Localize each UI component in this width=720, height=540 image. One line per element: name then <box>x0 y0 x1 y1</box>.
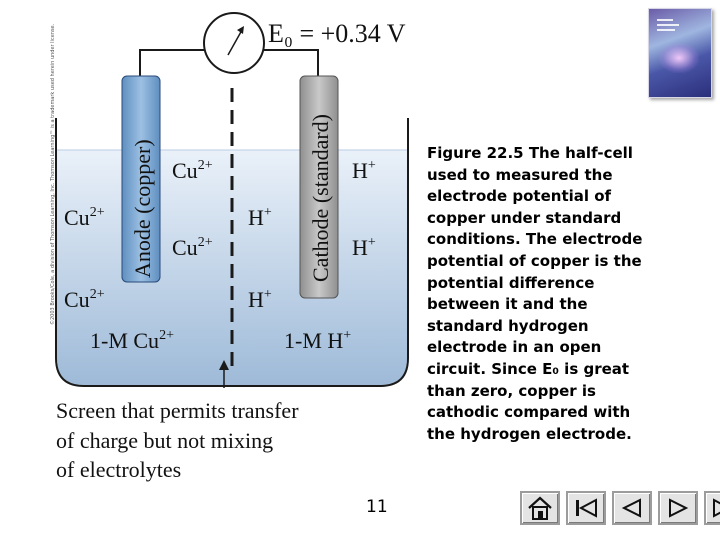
caption-line: the hydrogen electrode. <box>427 424 632 443</box>
ion-label: Cu2+ <box>64 205 105 230</box>
screen-label-line: of charge but not mixing <box>56 428 273 453</box>
first-slide-button[interactable] <box>566 491 606 525</box>
caption-line: copper under standard <box>427 208 622 227</box>
caption-line: conditions. The electrode <box>427 230 643 249</box>
beaker <box>55 118 409 387</box>
caption-line: potential of copper is the <box>427 251 642 270</box>
screen-label-line: of electrolytes <box>56 457 181 482</box>
anode-label: Anode (copper) <box>130 139 155 278</box>
last-slide-button[interactable] <box>704 491 720 525</box>
book-cover-image <box>648 8 712 98</box>
cathode-electrode <box>299 75 339 299</box>
caption-line: than zero, copper is <box>427 381 596 400</box>
voltmeter-needle <box>227 29 243 56</box>
next-slide-button[interactable] <box>658 491 698 525</box>
first-slide-icon <box>576 498 597 518</box>
left-wire <box>139 49 205 86</box>
previous-slide-button[interactable] <box>612 491 652 525</box>
figure-caption: Figure 22.5 The half-cell used to measur… <box>427 143 699 445</box>
caption-line: potential difference <box>427 273 595 292</box>
next-slide-icon <box>669 498 689 518</box>
screen-label-line: Screen that permits transfer <box>56 398 299 423</box>
caption-line: between it and the <box>427 295 588 314</box>
voltage-label: E₀ = +0.34 V <box>268 19 406 48</box>
copyright-notice: ©2003 Brooks/Cole, a division of Thomson… <box>50 23 56 325</box>
voltmeter-needle-tip <box>237 26 244 34</box>
page-number: 11 <box>366 497 388 517</box>
ion-label: Cu2+ <box>172 235 213 260</box>
previous-slide-icon <box>621 498 641 518</box>
caption-line: circuit. Since E₀ is great <box>427 359 630 378</box>
right-solution-label: 1-M H+ <box>284 328 351 353</box>
anode-electrode <box>121 75 161 283</box>
last-slide-icon <box>713 498 720 518</box>
home-button[interactable] <box>520 491 560 525</box>
caption-line: electrode potential of <box>427 187 612 206</box>
screen-label: Screen that permits transfer of charge b… <box>56 398 299 482</box>
right-wire <box>263 49 319 86</box>
caption-line: electrode in an open <box>427 338 602 357</box>
caption-line: standard hydrogen <box>427 316 589 335</box>
caption-line: cathodic compared with <box>427 403 631 422</box>
screen-pointer-head <box>219 360 229 370</box>
caption-line: used to measured the <box>427 165 613 184</box>
slide-navigation <box>520 491 720 525</box>
home-icon <box>528 496 552 520</box>
caption-line: Figure 22.5 The half-cell <box>427 144 633 162</box>
cathode-label: Cathode (standard) <box>308 114 333 282</box>
